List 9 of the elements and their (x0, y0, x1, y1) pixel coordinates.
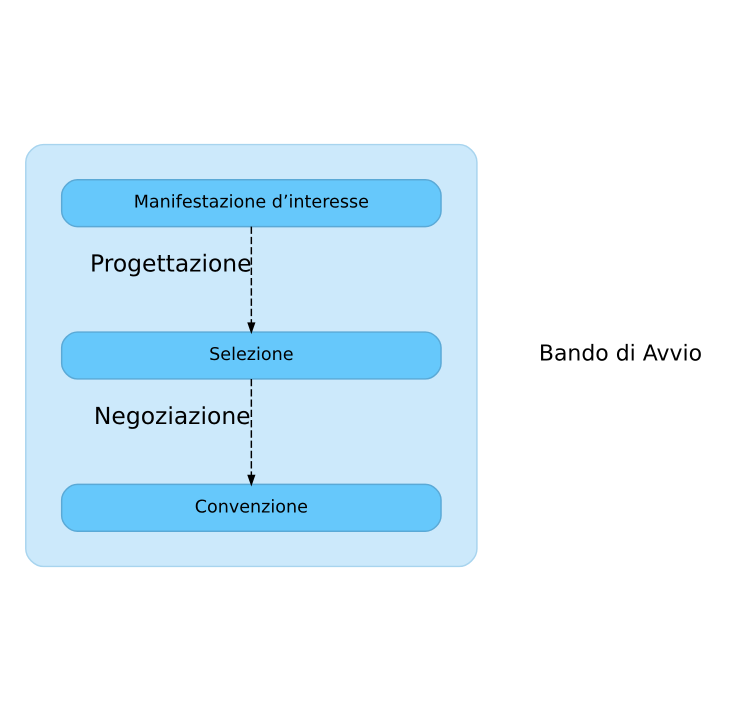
arrow (247, 226, 256, 334)
node-box: Selezione (60, 331, 442, 380)
edge-label: Progettazione (90, 250, 252, 278)
edge-label: Negoziazione (94, 402, 251, 430)
arrow (247, 379, 256, 486)
label: Bando di Avvio (538, 342, 702, 367)
node-box: Convenzione (60, 484, 442, 532)
node-box: Manifestazione d’interesse (60, 179, 442, 228)
cluster (25, 144, 478, 568)
